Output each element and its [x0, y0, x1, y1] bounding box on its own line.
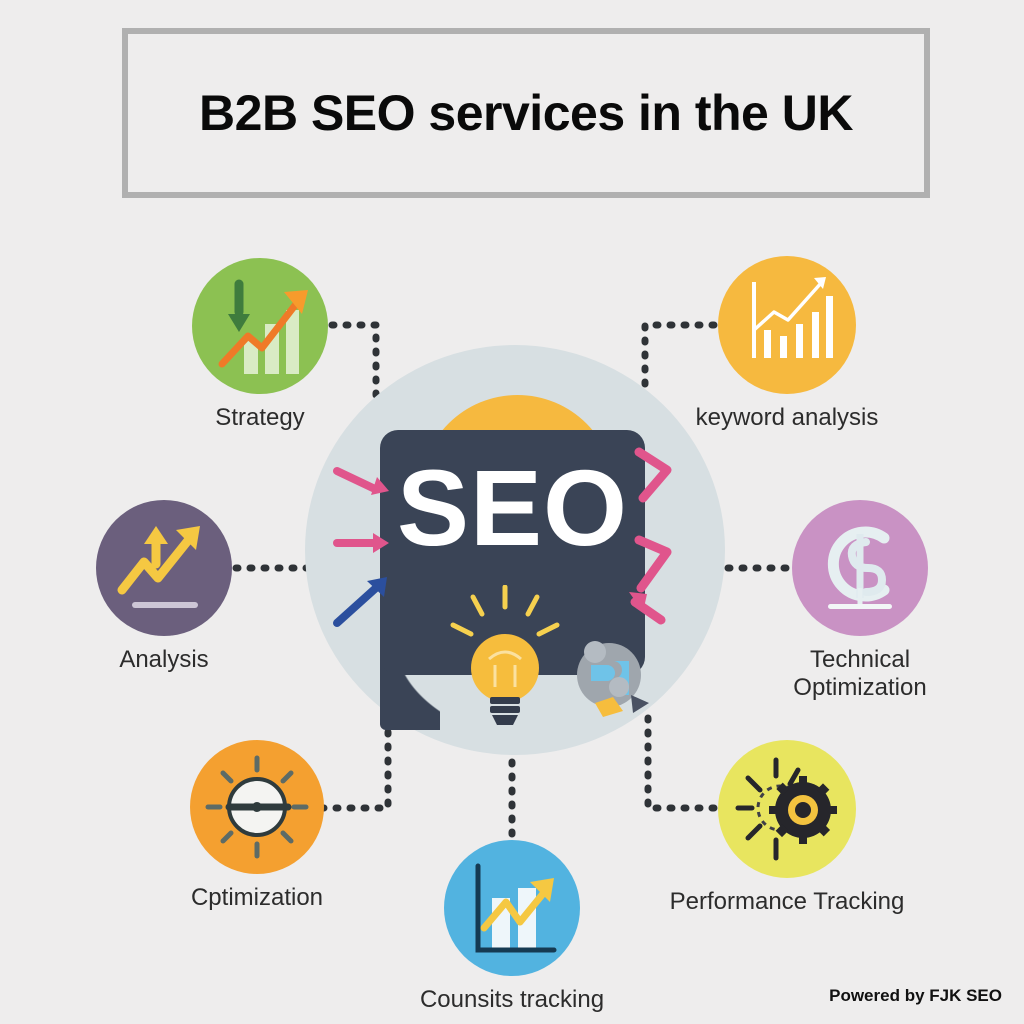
- left-accent-arrows-icon: [333, 467, 389, 627]
- node-strategy[interactable]: Strategy: [192, 258, 328, 431]
- performance-tracking-label: Performance Tracking: [669, 888, 905, 915]
- page-title: B2B SEO services in the UK: [199, 85, 853, 141]
- currency-globe-icon: [827, 526, 892, 609]
- node-technical-optimization[interactable]: Technical Optimization: [792, 500, 928, 701]
- chart-axes-arrow-icon: [475, 863, 557, 953]
- strategy-label: Strategy: [215, 404, 305, 431]
- keyword-analysis-label: keyword analysis: [695, 404, 879, 431]
- keyword-analysis-circle[interactable]: [718, 256, 856, 394]
- strategy-circle[interactable]: [192, 258, 328, 394]
- connector-strategy: [328, 321, 380, 416]
- node-keyword-analysis[interactable]: keyword analysis: [696, 256, 878, 431]
- gauge-clock-icon: [205, 755, 309, 859]
- connector-optimization: [316, 714, 392, 812]
- node-counsits-tracking[interactable]: Counsits tracking: [420, 840, 604, 1013]
- optimization-circle[interactable]: [190, 740, 324, 874]
- speech-bubble-icon: [380, 430, 645, 675]
- node-analysis[interactable]: Analysis: [96, 500, 232, 673]
- gear-rays-icon: [735, 757, 837, 861]
- counsits-tracking-label: Counsits tracking: [419, 986, 605, 1013]
- analysis-circle[interactable]: [96, 500, 232, 636]
- bar-chart-growth-icon: [218, 279, 308, 374]
- bar-chart-line-icon: [752, 277, 833, 358]
- watermark: Powered by FJK SEO: [829, 986, 1002, 1005]
- title-box: B2B SEO services in the UK: [122, 28, 930, 198]
- right-accent-arrows-icon: [629, 447, 672, 625]
- lightbulb-icon: [450, 585, 560, 725]
- optimization-label: Cptimization: [190, 884, 324, 911]
- technical-optimization-label: Technical Optimization: [793, 646, 927, 702]
- center-seo-group: SEO: [305, 345, 725, 755]
- connector-keyword-analysis: [641, 321, 720, 416]
- technical-optimization-circle[interactable]: [792, 500, 928, 636]
- performance-tracking-circle[interactable]: [718, 740, 856, 878]
- puzzle-gear-icon: [577, 641, 649, 717]
- counsits-tracking-circle[interactable]: [444, 840, 580, 976]
- analysis-label: Analysis: [119, 646, 209, 673]
- node-optimization[interactable]: Cptimization: [190, 740, 324, 911]
- node-performance-tracking[interactable]: Performance Tracking: [670, 740, 904, 915]
- connector-performance-tracking: [644, 714, 722, 812]
- center-seo-label: SEO: [396, 447, 629, 568]
- trend-arrows-icon: [117, 526, 200, 608]
